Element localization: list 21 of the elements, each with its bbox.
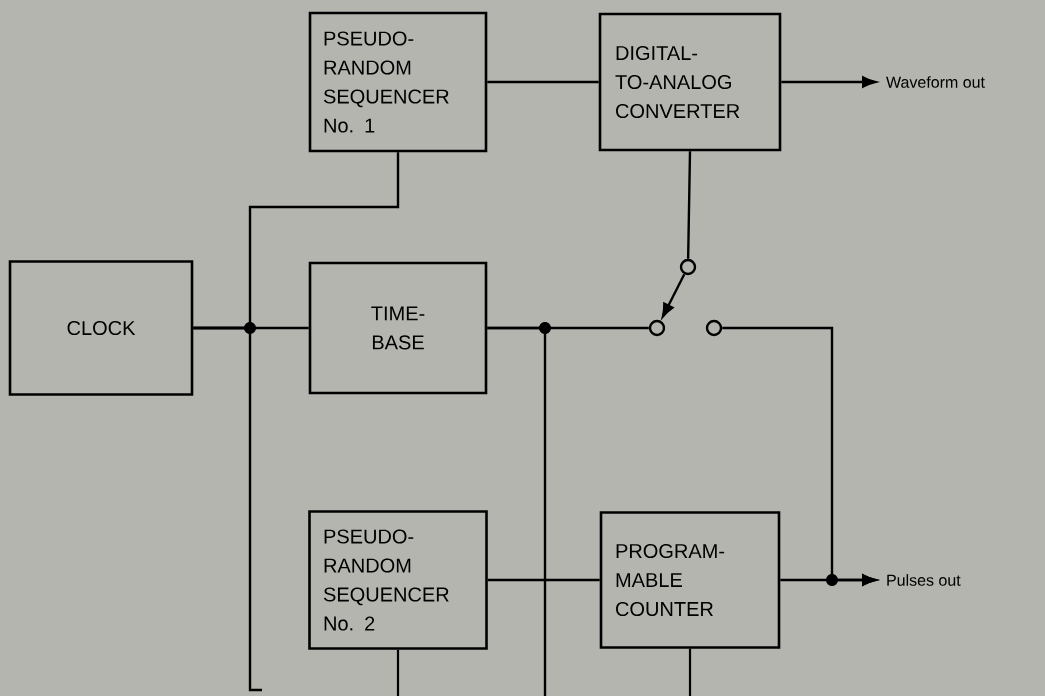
switch-contact: [705, 319, 723, 337]
block-box: DIGITAL- TO-ANALOG CONVERTER: [598, 12, 782, 152]
switch-contact: [648, 319, 666, 337]
block-box: PSEUDO- RANDOM SEQUENCER No. 1: [308, 11, 488, 153]
connector: [661, 273, 686, 318]
connector: [781, 76, 877, 88]
block-box: TIME- BASE: [308, 261, 488, 395]
connector: [688, 648, 692, 696]
block-box: CLOCK: [8, 260, 194, 396]
connector: [487, 326, 547, 696]
switch-contact: [679, 258, 697, 276]
connector: [396, 649, 400, 696]
block-box: PSEUDO- RANDOM SEQUENCER No. 2: [308, 510, 488, 650]
connector: [487, 578, 600, 582]
connector: [686, 151, 692, 259]
output-label: Waveform out: [886, 76, 985, 88]
block-box: PROGRAM- MABLE COUNTER: [599, 511, 781, 649]
connector: [780, 574, 877, 586]
output-label: Pulses out: [887, 574, 961, 586]
connector: [487, 80, 599, 84]
connector: [193, 326, 262, 692]
